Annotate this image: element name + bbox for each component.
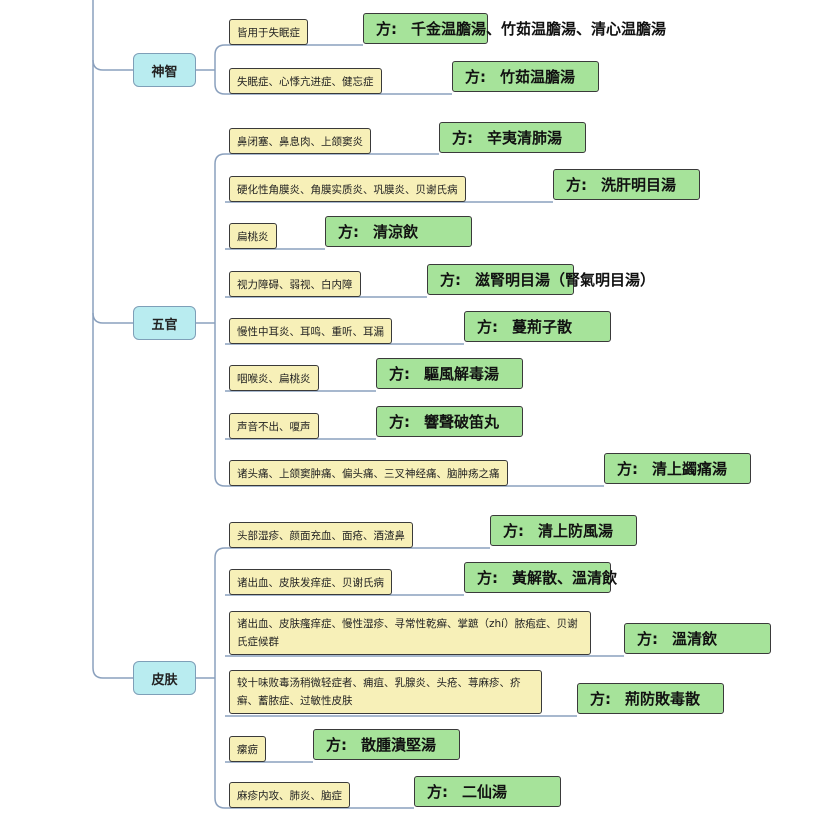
formula-prefix: 方: — [376, 20, 397, 38]
formula-node[interactable]: 方: 滋腎明目湯（腎氣明目湯） — [427, 264, 655, 295]
symptom-node[interactable]: 鼻闭塞、鼻息肉、上颌窦炎 — [229, 128, 371, 154]
symptom-node[interactable]: 头部湿疹、颜面充血、面疮、酒渣鼻 — [229, 522, 413, 548]
formula-name: 荊防敗毒散 — [625, 690, 701, 708]
formula-node[interactable]: 方: 清涼飲 — [325, 216, 472, 247]
formula-prefix: 方: — [389, 365, 410, 383]
symptom-node[interactable]: 诸头痛、上颌窦肿痛、偏头痛、三叉神经痛、脑肿疡之痛 — [229, 460, 508, 486]
symptom-node[interactable]: 声音不出、嗄声 — [229, 413, 319, 439]
formula-name: 洗肝明目湯 — [601, 176, 677, 194]
formula-node[interactable]: 方: 辛夷清肺湯 — [439, 122, 586, 153]
symptom-node[interactable]: 诸出血、皮肤发痒症、贝谢氏病 — [229, 569, 392, 595]
formula-prefix: 方: — [389, 413, 410, 431]
formula-node[interactable]: 方: 荊防敗毒散 — [577, 683, 724, 714]
formula-name: 黃解散、溫清飲 — [512, 569, 618, 587]
formula-prefix: 方: — [566, 176, 587, 194]
formula-name: 驅風解毒湯 — [424, 365, 500, 383]
formula-node[interactable]: 方: 竹茹温膽湯 — [452, 61, 599, 92]
category-node-shenzhi[interactable]: 神智 — [133, 53, 196, 87]
formula-name: 千金温膽湯、竹茹温膽湯、清心温膽湯 — [411, 20, 667, 38]
formula-node[interactable]: 方: 響聲破笛丸 — [376, 406, 523, 437]
formula-name: 清涼飲 — [373, 223, 419, 241]
formula-node[interactable]: 方: 散腫潰堅湯 — [313, 729, 460, 760]
formula-node[interactable]: 方: 黃解散、溫清飲 — [464, 562, 617, 593]
formula-node[interactable]: 方: 溫清飲 — [624, 623, 771, 654]
formula-node[interactable]: 方: 二仙湯 — [414, 776, 561, 807]
formula-node[interactable]: 方: 清上蠲痛湯 — [604, 453, 751, 484]
category-node-pifu[interactable]: 皮肤 — [133, 661, 196, 695]
symptom-node[interactable]: 失眠症、心悸亢进症、健忘症 — [229, 68, 382, 94]
symptom-node[interactable]: 扁桃炎 — [229, 223, 277, 249]
formula-name: 清上防風湯 — [538, 522, 614, 540]
formula-prefix: 方: — [440, 271, 461, 289]
formula-name: 辛夷清肺湯 — [487, 129, 563, 147]
symptom-node[interactable]: 麻疹内攻、肺炎、脑症 — [229, 782, 350, 808]
formula-name: 竹茹温膽湯 — [500, 68, 576, 86]
formula-node[interactable]: 方: 清上防風湯 — [490, 515, 637, 546]
formula-name: 蔓荊子散 — [512, 318, 573, 336]
formula-name: 滋腎明目湯（腎氣明目湯） — [475, 271, 656, 289]
formula-prefix: 方: — [637, 630, 658, 648]
formula-name: 二仙湯 — [462, 783, 508, 801]
formula-prefix: 方: — [326, 736, 347, 754]
formula-prefix: 方: — [338, 223, 359, 241]
formula-name: 響聲破笛丸 — [424, 413, 500, 431]
formula-prefix: 方: — [427, 783, 448, 801]
symptom-node[interactable]: 视力障碍、弱视、白内障 — [229, 271, 361, 297]
symptom-node[interactable]: 瘰疬 — [229, 736, 266, 762]
formula-name: 散腫潰堅湯 — [361, 736, 437, 754]
formula-prefix: 方: — [477, 318, 498, 336]
symptom-node[interactable]: 皆用于失眠症 — [229, 19, 308, 45]
formula-node[interactable]: 方: 洗肝明目湯 — [553, 169, 700, 200]
formula-prefix: 方: — [465, 68, 486, 86]
formula-name: 溫清飲 — [672, 630, 718, 648]
formula-prefix: 方: — [477, 569, 498, 587]
formula-prefix: 方: — [590, 690, 611, 708]
symptom-node[interactable]: 诸出血、皮肤瘙痒症、慢性湿疹、寻常性乾癣、掌蹠（zhí）脓疱症、贝谢氏症候群 — [229, 611, 591, 655]
symptom-node[interactable]: 硬化性角膜炎、角膜实质炎、巩膜炎、贝谢氏病 — [229, 176, 466, 202]
category-node-wuguan[interactable]: 五官 — [133, 306, 196, 340]
symptom-node[interactable]: 慢性中耳炎、耳鸣、重听、耳漏 — [229, 318, 392, 344]
formula-node[interactable]: 方: 千金温膽湯、竹茹温膽湯、清心温膽湯 — [363, 13, 666, 44]
formula-prefix: 方: — [503, 522, 524, 540]
formula-name: 清上蠲痛湯 — [652, 460, 728, 478]
formula-prefix: 方: — [617, 460, 638, 478]
symptom-node[interactable]: 咽喉炎、扁桃炎 — [229, 365, 319, 391]
formula-node[interactable]: 方: 驅風解毒湯 — [376, 358, 523, 389]
symptom-node[interactable]: 较十味败毒汤稍微轻症者、痈疽、乳腺炎、头疮、荨麻疹、疥癣、蓄脓症、过敏性皮肤 — [229, 670, 542, 714]
formula-prefix: 方: — [452, 129, 473, 147]
formula-node[interactable]: 方: 蔓荊子散 — [464, 311, 611, 342]
